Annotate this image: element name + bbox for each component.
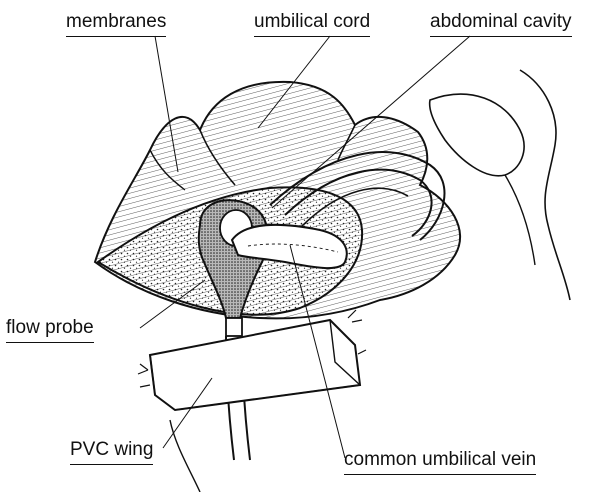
- label-flow-probe: flow probe: [6, 318, 94, 343]
- label-pvc-wing: PVC wing: [70, 440, 153, 465]
- label-membranes: membranes: [66, 12, 166, 37]
- label-abdominal-cavity: abdominal cavity: [430, 12, 572, 37]
- label-umbilical-cord: umbilical cord: [254, 12, 370, 37]
- hand-sketch: [520, 70, 570, 300]
- label-common-umbilical-vein: common umbilical vein: [344, 450, 536, 475]
- pvc-wing-shape: [150, 320, 360, 410]
